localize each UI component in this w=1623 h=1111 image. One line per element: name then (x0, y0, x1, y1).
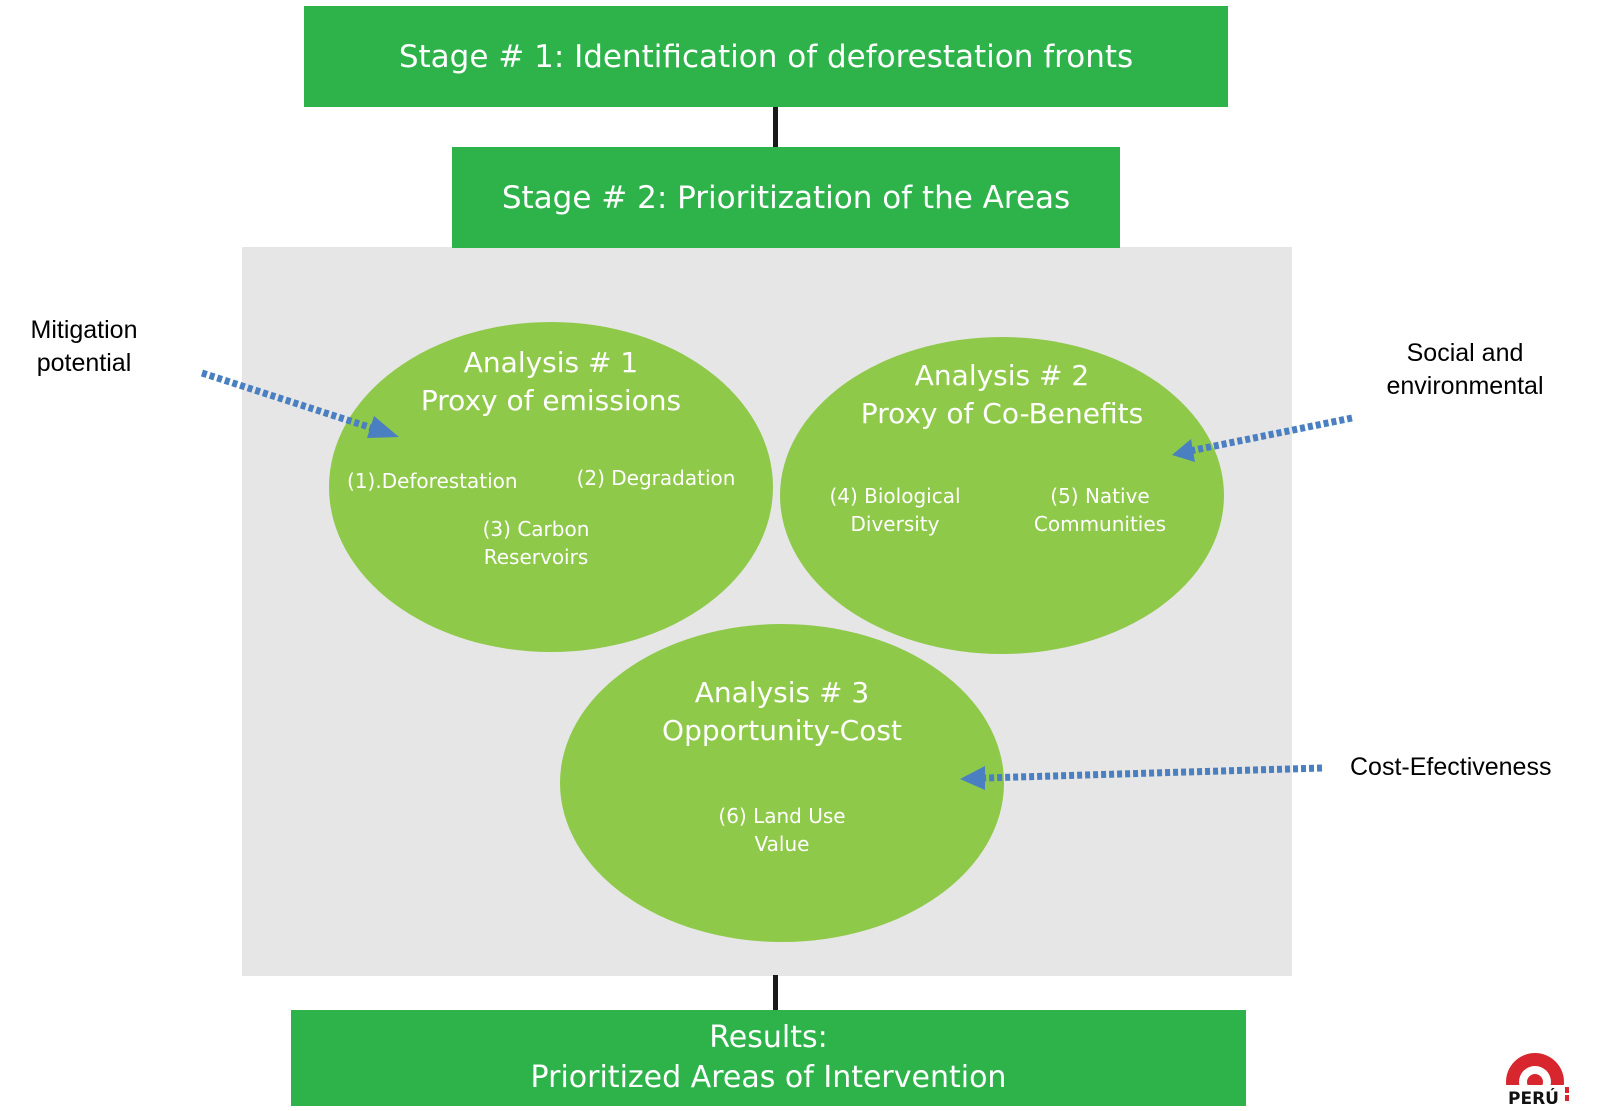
peru-logo-graphic: PERÚ (1505, 1053, 1575, 1111)
analysis-1-ellipse: Analysis # 1 Proxy of emissions (1).Defo… (329, 322, 773, 652)
analysis-1-item-degradation: (2) Degradation (576, 466, 736, 490)
analysis-3-title-line2: Opportunity-Cost (662, 714, 902, 747)
analysis-3-item-land-use-value: (6) Land Use Value (718, 804, 846, 856)
peru-logo: PERÚ (1505, 1040, 1623, 1111)
analysis-2-ellipse: Analysis # 2 Proxy of Co-Benefits (4) Bi… (780, 337, 1224, 654)
analysis-2-title-line1: Analysis # 2 (914, 359, 1090, 392)
connector-stage1-stage2 (773, 107, 778, 147)
analysis-3-title-line1: Analysis # 3 (694, 676, 870, 709)
stage-2-title: Stage # 2: Prioritization of the Areas (501, 179, 1071, 216)
analysis-2-item-biological-diversity: (4) Biological Diversity (829, 484, 961, 536)
analysis-3-ellipse: Analysis # 3 Opportunity-Cost (6) Land U… (560, 624, 1004, 942)
analysis-2-item-native-communities: (5) Native Communities (1033, 484, 1167, 536)
svg-text:PERÚ: PERÚ (1508, 1087, 1559, 1106)
analysis-1-item-carbon-reservoirs: (3) Carbon Reservoirs (482, 517, 590, 569)
social-environmental-label: Social and environmental (1386, 339, 1544, 400)
stage-2-box: Stage # 2: Prioritization of the Areas (452, 147, 1120, 248)
analysis-1-title-line1: Analysis # 1 (463, 346, 639, 379)
results-line1: Results: (709, 1020, 828, 1055)
mitigation-potential-label: Mitigation potential (30, 316, 138, 377)
results-box: Results: Prioritized Areas of Interventi… (291, 1010, 1246, 1106)
analysis-1-title-line2: Proxy of emissions (420, 384, 682, 417)
stage-1-title: Stage # 1: Identification of deforestati… (398, 38, 1134, 75)
cost-effectiveness-label: Cost-Efectiveness (1350, 753, 1552, 781)
analysis-1-item-deforestation: (1).Deforestation (347, 469, 518, 493)
results-line2: Prioritized Areas of Intervention (530, 1060, 1007, 1095)
connector-panel-results (773, 975, 778, 1010)
stage-1-box: Stage # 1: Identification of deforestati… (304, 6, 1228, 107)
analysis-2-title-line2: Proxy of Co-Benefits (860, 397, 1144, 430)
